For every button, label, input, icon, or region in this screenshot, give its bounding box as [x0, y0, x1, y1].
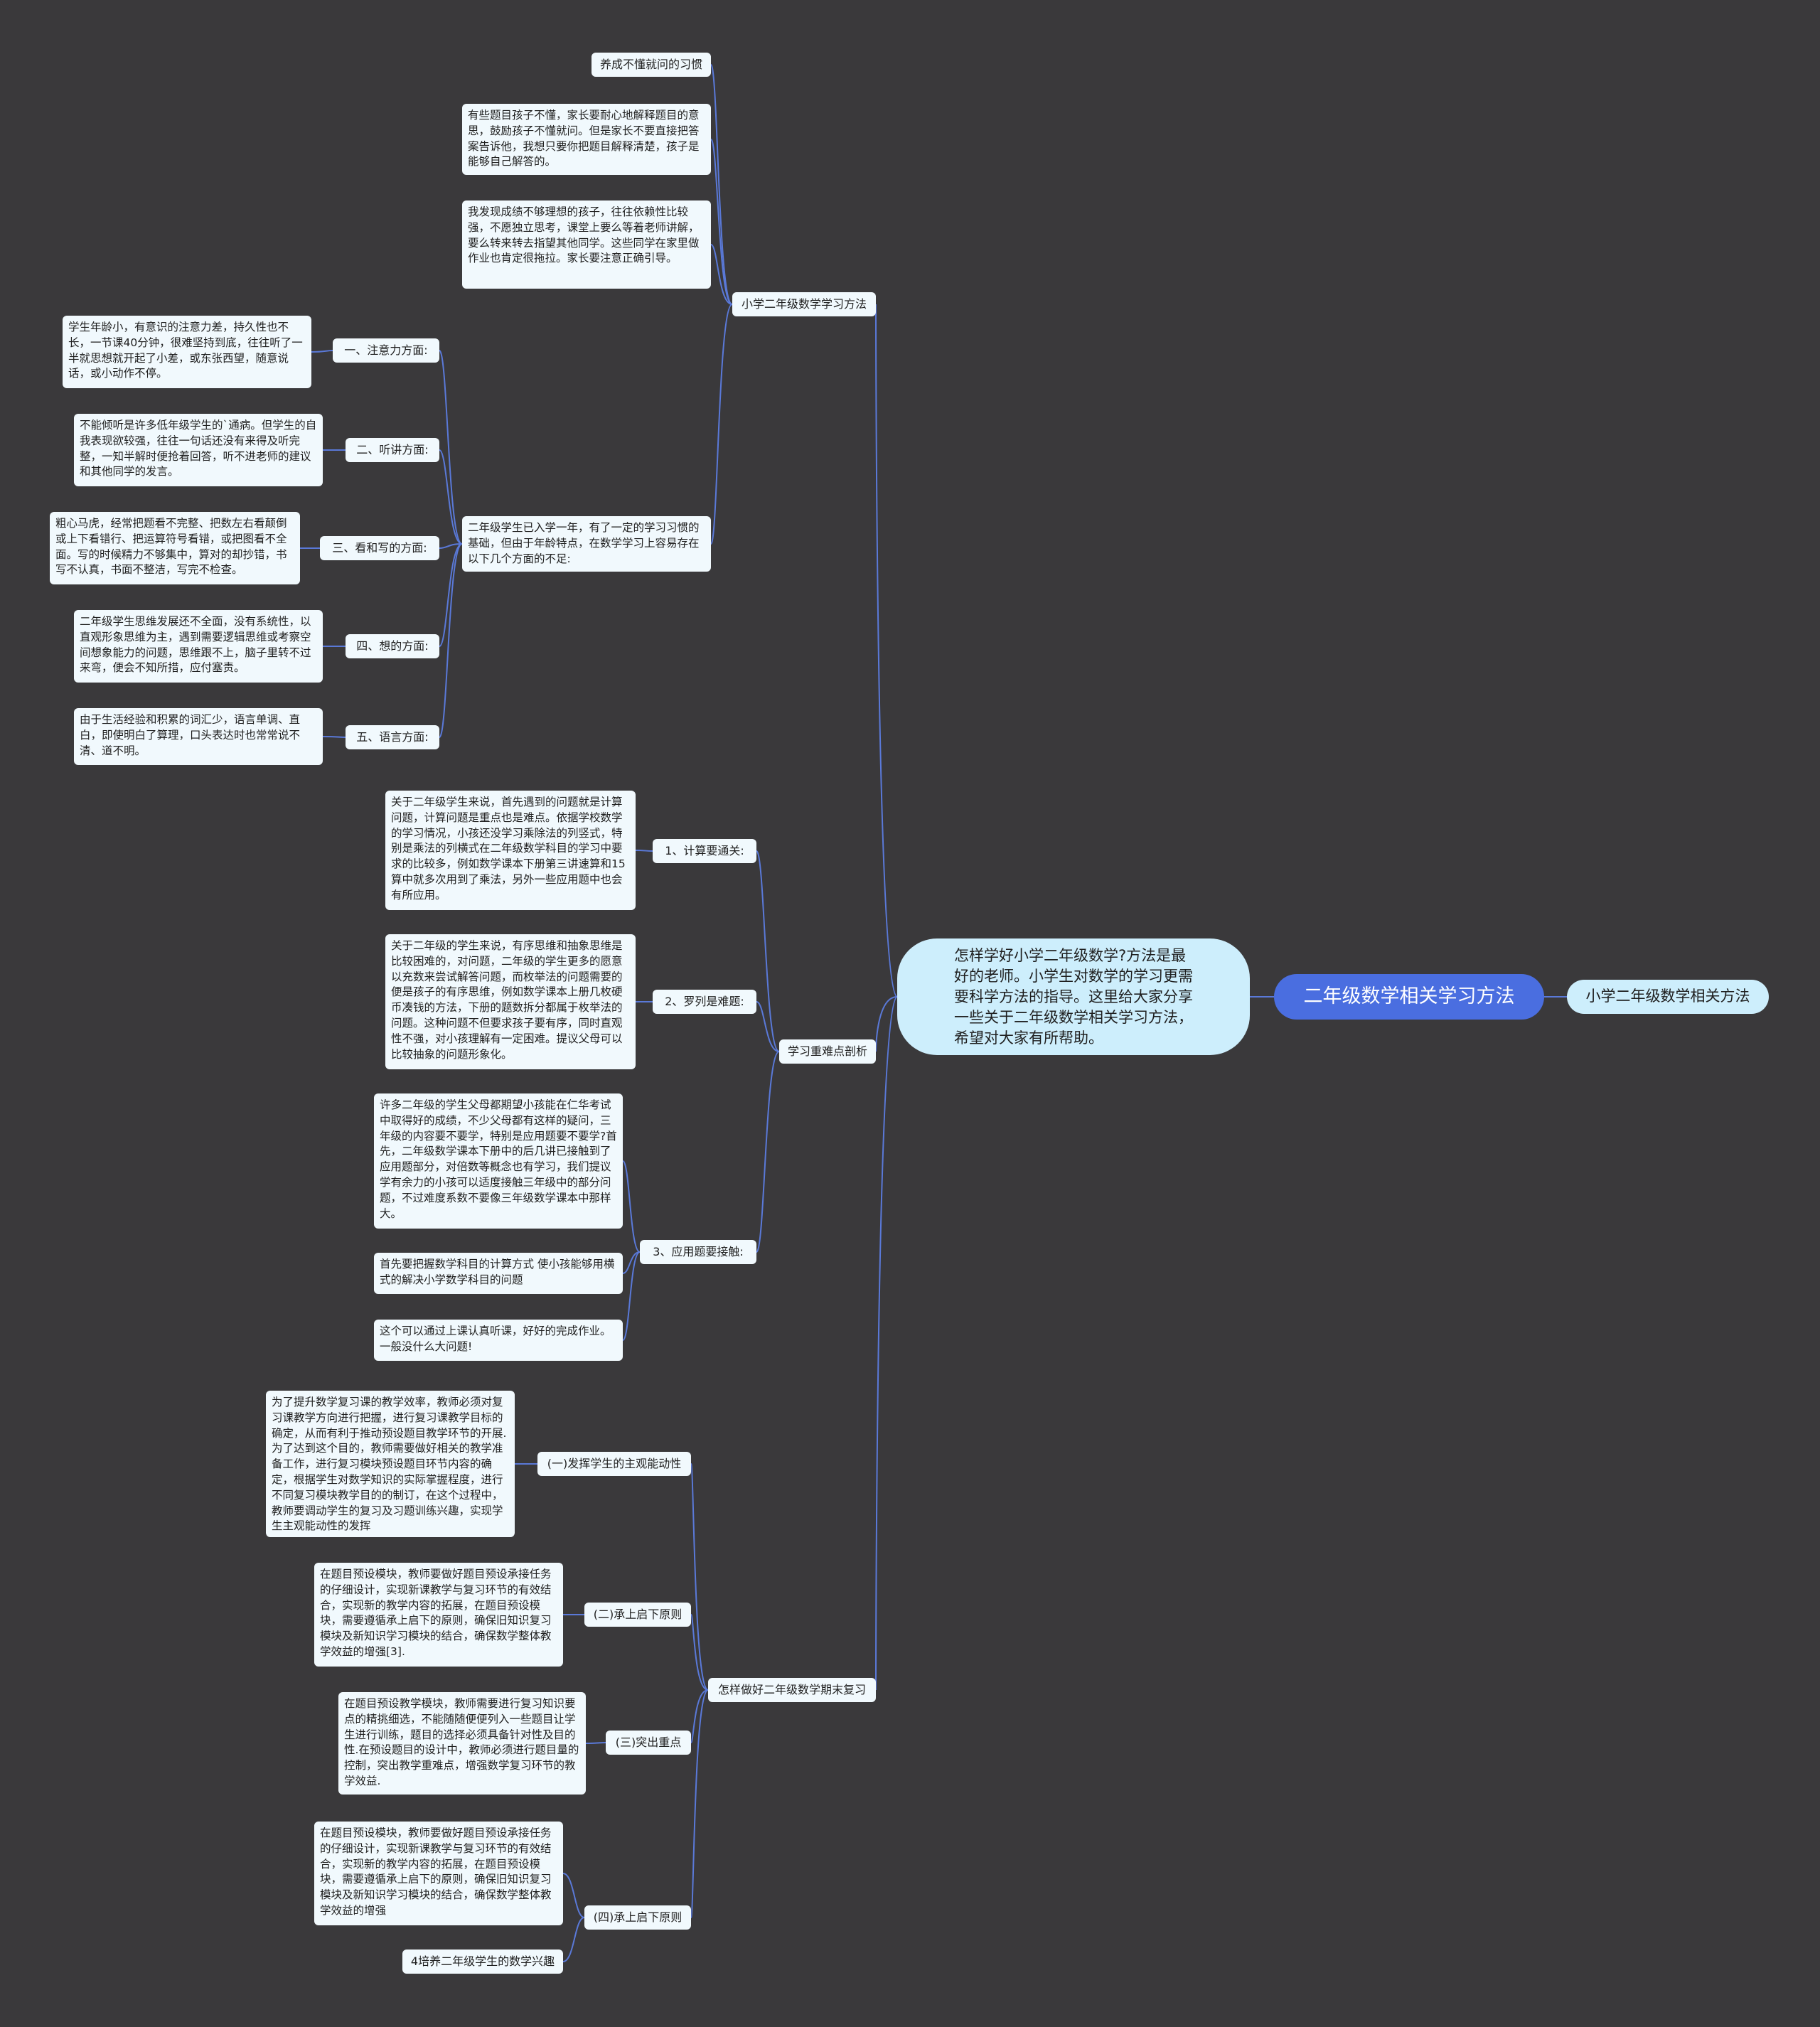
connector-branch-study-methods-2	[710, 244, 733, 305]
aspect-language[interactable]: 五、语言方面:	[346, 725, 439, 749]
branch-key-difficulties[interactable]: 学习重难点剖析	[779, 1039, 876, 1064]
review-initiative[interactable]: (一)发挥学生的主观能动性	[537, 1452, 691, 1476]
aspect-attention[interactable]: 一、注意力方面:	[333, 338, 439, 363]
connector-review-continuity-2-1	[562, 1917, 585, 1962]
methods-text-1: 有些题目孩子不懂，家长要耐心地解释题目的意思，鼓励孩子不懂就问。但是家长不要直接…	[462, 104, 711, 175]
difficulty-calculation-text: 关于二年级学生来说，首先遇到的问题就是计算问题，计算问题是重点也是难点。依据学校…	[385, 791, 636, 910]
connector-branch-final-review-1	[690, 1614, 709, 1691]
intro-node[interactable]: 怎样学好小学二年级数学?方法是最好的老师。小学生对数学的学习更需要科学方法的指导…	[897, 938, 1250, 1055]
review-interest[interactable]: 4培养二年级学生的数学兴趣	[402, 1950, 563, 1974]
connector-aspect-attention-0	[311, 350, 333, 353]
word-problems-text-1: 许多二年级的学生父母都期望小孩能在仁华考试中取得好的成绩，不少父母都有这样的疑问…	[374, 1093, 623, 1229]
related-methods-node[interactable]: 小学二年级数学相关方法	[1567, 980, 1769, 1014]
root-node[interactable]: 二年级数学相关学习方法	[1274, 974, 1544, 1020]
review-key-points-text: 在题目预设教学模块，教师需要进行复习知识要点的精挑细选，不能随随便便列入一些题目…	[338, 1692, 586, 1795]
word-problems-text-2: 首先要把握数学科目的计算方式 使小孩能够用横式的解决小学数学科目的问题	[374, 1253, 623, 1294]
review-key-points[interactable]: (三)突出重点	[606, 1731, 691, 1755]
connector-methods-text-3-0	[439, 350, 463, 545]
connector-methods-text-3-1	[439, 449, 463, 545]
aspect-reading-writing-text: 粗心马虎，经常把题看不完整、把数左右看颠倒或上下看错行、把运算符号看错，或把图看…	[50, 512, 300, 584]
connector-methods-text-3-4	[439, 543, 463, 738]
aspect-thinking[interactable]: 四、想的方面:	[346, 634, 439, 658]
connector-intro-node-1	[875, 996, 898, 1052]
aspect-listening-text: 不能倾听是许多低年级学生的`通病。但学生的自我表现欲较强，往往一句话还没有来得及…	[74, 414, 323, 486]
difficulty-enumeration[interactable]: 2、罗列是难题:	[653, 990, 756, 1014]
connector-review-continuity-2-0	[562, 1873, 585, 1918]
connector-difficulty-calculation-0	[635, 850, 653, 852]
connector-difficulty-word-problems-0	[622, 1160, 641, 1253]
methods-text-3: 二年级学生已入学一年，有了一定的学习习惯的基础，但由于年龄特点，在数学学习上容易…	[462, 516, 711, 572]
connector-branch-final-review-3	[690, 1689, 709, 1918]
methods-text-2: 我发现成绩不够理想的孩子，往往依赖性比较强，不愿独立思考，课堂上要么等着老师讲解…	[462, 200, 711, 289]
branch-study-methods[interactable]: 小学二年级数学学习方法	[732, 292, 876, 316]
connector-branch-key-difficulties-1	[756, 1001, 780, 1052]
connector-branch-final-review-0	[690, 1463, 709, 1691]
connector-intro-node-0	[875, 304, 898, 998]
review-continuity-2-text: 在题目预设模块，教师要做好题目预设承接任务的仔细设计，实现新课教学与复习环节的有…	[314, 1822, 563, 1925]
aspect-language-text: 由于生活经验和积累的词汇少，语言单调、直白，即使明白了算理，口头表达时也常常说不…	[74, 708, 323, 765]
difficulty-enumeration-text: 关于二年级的学生来说，有序思维和抽象思维是比较困难的，对问题，二年级的学生更多的…	[385, 934, 636, 1069]
review-continuity-1[interactable]: (二)承上启下原则	[584, 1603, 691, 1627]
aspect-listening[interactable]: 二、听讲方面:	[346, 438, 439, 462]
review-initiative-text: 为了提升数学复习课的教学效率，教师必须对复习课教学方向进行把握，进行复习课教学目…	[266, 1391, 515, 1537]
review-continuity-2[interactable]: (四)承上启下原则	[584, 1905, 691, 1930]
connector-intro-node-2	[875, 996, 898, 1691]
connector-difficulty-word-problems-2	[622, 1251, 641, 1341]
connector-branch-key-difficulties-0	[756, 850, 780, 1052]
connector-branch-study-methods-0	[710, 64, 733, 305]
habit-node[interactable]: 养成不懂就问的习惯	[592, 53, 711, 77]
connector-branch-study-methods-1	[710, 139, 733, 305]
difficulty-word-problems[interactable]: 3、应用题要接触:	[640, 1240, 756, 1264]
aspect-reading-writing[interactable]: 三、看和写的方面:	[320, 536, 439, 560]
connector-branch-study-methods-3	[710, 304, 733, 545]
connector-branch-final-review-2	[690, 1689, 709, 1743]
aspect-attention-text: 学生年龄小，有意识的注意力差，持久性也不长，一节课40分钟，很难坚持到底，往往听…	[63, 316, 311, 388]
review-continuity-1-text: 在题目预设模块，教师要做好题目预设承接任务的仔细设计，实现新课教学与复习环节的有…	[314, 1563, 563, 1667]
word-problems-text-3: 这个可以通过上课认真听课，好好的完成作业。一般没什么大问题!	[374, 1320, 623, 1361]
aspect-thinking-text: 二年级学生思维发展还不全面，没有系统性，以直观形象思维为主，遇到需要逻辑思维或考…	[74, 610, 323, 683]
connector-methods-text-3-3	[439, 543, 463, 647]
connector-branch-key-difficulties-2	[756, 1051, 780, 1253]
connector-methods-text-3-2	[439, 543, 463, 549]
branch-final-review[interactable]: 怎样做好二年级数学期末复习	[708, 1678, 876, 1702]
difficulty-calculation[interactable]: 1、计算要通关:	[653, 839, 756, 863]
